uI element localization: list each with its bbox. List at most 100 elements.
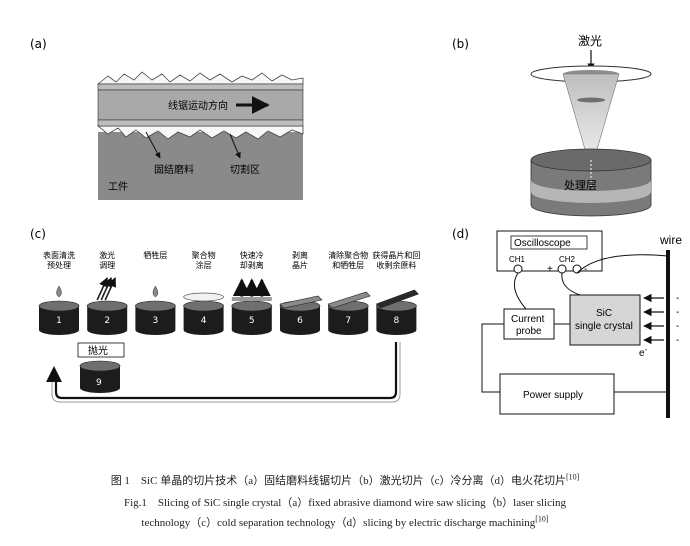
crystal-label-1: SiC xyxy=(596,308,612,319)
step-8-title-1: 获得晶片和回 xyxy=(372,250,420,260)
loop-outer xyxy=(54,342,398,400)
oscilloscope-label: Oscilloscope xyxy=(514,238,571,249)
laser-label: 激光 xyxy=(578,34,602,48)
step-7-title-1: 清除聚合物 xyxy=(328,250,368,260)
caption-en-2: technology（c）cold separation technology（… xyxy=(141,514,549,529)
step-1-number: 1 xyxy=(56,316,62,326)
power-supply-box xyxy=(499,373,615,415)
step-7-title-2: 和牺牲层 xyxy=(332,260,364,270)
step-8-process-icon xyxy=(375,289,419,309)
charge-mark-4: - xyxy=(676,335,679,346)
workpiece-block xyxy=(98,132,303,200)
cut-zone-label: 切割区 xyxy=(230,163,260,176)
probe-label-2: probe xyxy=(516,326,542,337)
laser-cone xyxy=(562,73,620,172)
step-8-title-2: 收剩余原料 xyxy=(376,260,416,270)
step-3-disk-top xyxy=(135,300,176,312)
charge-mark-1: - xyxy=(676,293,679,304)
caption-en-1: Fig.1 Slicing of SiC single crystal（a）fi… xyxy=(123,497,567,509)
probe-label-1: Current xyxy=(511,314,545,325)
ch2-minus: - xyxy=(584,264,587,275)
wire-direction-label: 线锯运动方向 xyxy=(168,99,228,112)
electron-label: e- xyxy=(639,345,648,359)
step-8-number: 8 xyxy=(394,316,400,326)
abrasive-label: 固结磨料 xyxy=(154,163,194,176)
step-6-title-2: 晶片 xyxy=(292,260,308,270)
abrasive-pointer xyxy=(145,131,161,159)
step-6-title-1: 剥离 xyxy=(292,250,308,260)
wafer-cylinder xyxy=(530,160,652,217)
step-1-title-2: 预处理 xyxy=(47,260,71,270)
panel-b: (b) 激光 处理层 xyxy=(452,34,652,217)
step-4-process-icon xyxy=(183,292,224,302)
panel-d: (d) Oscilloscope CH1 CH2 + - wire SiC si… xyxy=(452,227,682,418)
cut-zone-pointer xyxy=(229,133,241,159)
processed-layer-label: 处理层 xyxy=(564,179,597,192)
step-6-process-icon xyxy=(279,295,323,309)
loop-inner xyxy=(51,342,401,403)
step-7-number: 7 xyxy=(345,316,351,326)
current-probe-box xyxy=(503,308,555,340)
abrasive-top xyxy=(96,71,304,85)
step-4-title-2: 涂层 xyxy=(196,260,212,270)
step-4-disk-top xyxy=(183,300,224,312)
workpiece-label: 工件 xyxy=(108,181,128,193)
charge-mark-2: - xyxy=(676,307,679,318)
step-2-disk-body xyxy=(87,306,128,335)
step-sequence: 表面清洗预处理1激光调理2牺牲层3聚合物涂层4快速冷却剥离5剥离晶片6清除聚合物… xyxy=(38,250,420,335)
ch1-label: CH1 xyxy=(509,255,526,264)
panel-b-label: (b) xyxy=(452,37,469,51)
step-2-title-1: 激光 xyxy=(99,250,115,260)
step-9-number: 9 xyxy=(96,378,102,388)
step-4-disk-body xyxy=(183,306,224,335)
discharge-arrows: ---- xyxy=(643,293,679,346)
step-2-disk-top xyxy=(86,300,128,312)
step-5-disk-top xyxy=(231,300,273,312)
ch1-terminal xyxy=(513,264,523,274)
step-1-process-icon xyxy=(56,285,62,298)
step-7-disk-body xyxy=(328,306,369,335)
polish-label: 抛光 xyxy=(88,344,108,357)
step-5-process-icon xyxy=(231,278,272,301)
panel-c-label: (c) xyxy=(30,227,46,241)
step-2-process-icon xyxy=(96,277,116,301)
panel-d-label: (d) xyxy=(452,227,469,241)
step-6-disk-body xyxy=(280,306,320,335)
polish-label-box xyxy=(77,342,125,358)
step-5-disk-body xyxy=(231,306,272,335)
panel-a-label: (a) xyxy=(30,37,47,51)
cone-slice xyxy=(577,97,605,103)
step-4-number: 4 xyxy=(201,316,207,326)
step-3-number: 3 xyxy=(153,316,159,326)
step-3: 牺牲层 3 xyxy=(135,250,176,335)
step-5-title-1: 快速冷 xyxy=(240,250,264,260)
step-3-title-1: 牺牲层 xyxy=(143,250,167,260)
abrasive-bottom xyxy=(96,125,304,140)
ch2-plus: + xyxy=(547,264,553,275)
oscilloscope-title-box xyxy=(510,235,588,250)
processed-band xyxy=(531,180,651,203)
sic-crystal-box xyxy=(569,294,641,346)
step-5-title-2: 却剥离 xyxy=(240,260,264,270)
wire-label: wire xyxy=(659,233,682,247)
wire-outer-bottom xyxy=(97,119,304,127)
step-5-number: 5 xyxy=(249,316,255,326)
step-2-number: 2 xyxy=(104,316,110,326)
step-1-disk-top xyxy=(38,300,80,312)
loop-arrowhead xyxy=(46,366,62,382)
step-1-title-1: 表面清洗 xyxy=(43,250,75,260)
power-supply-label: Power supply xyxy=(523,390,583,401)
ch2-terminal-plus xyxy=(557,264,567,274)
step-3-process-icon xyxy=(152,285,159,298)
crystal-label-2: single crystal xyxy=(575,321,633,332)
caption-cn: 图 1 SiC 单晶的切片技术（a）固结磨料线锯切片（b）激光切片（c）冷分离（… xyxy=(110,472,580,487)
circuit-wiring xyxy=(481,254,669,393)
panel-c: (c) 表面清洗预处理1激光调理2牺牲层3聚合物涂层4快速冷却剥离5剥离晶片6清… xyxy=(30,227,420,403)
ch2-terminal-minus xyxy=(572,264,582,274)
